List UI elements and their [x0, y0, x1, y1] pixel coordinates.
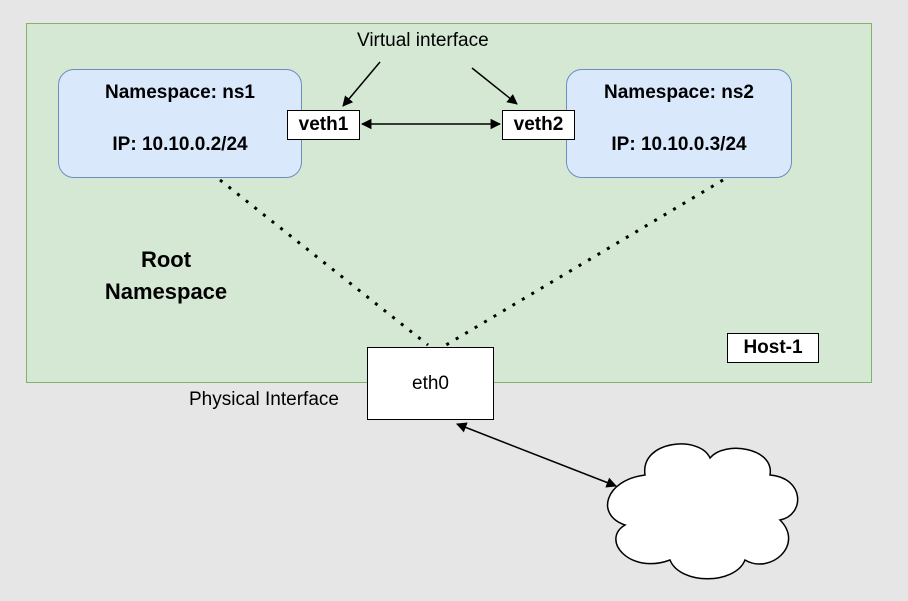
veth1-box: veth1: [287, 110, 360, 140]
namespace-ns1-ip: IP: 10.10.0.2/24: [112, 134, 248, 155]
root-namespace-line2: Namespace: [104, 279, 228, 304]
namespace-ns2-ip: IP: 10.10.0.3/24: [611, 134, 747, 155]
ns1-to-eth0-dotted-link: [219, 178, 429, 347]
virtual-label-arrow-veth2: [471, 67, 518, 105]
physical-interface-label: Physical Interface: [189, 389, 339, 410]
host-label: Host-1: [727, 333, 819, 363]
eth0-to-cloud-link: [456, 422, 617, 488]
namespace-ns2-box: Namespace: ns2 IP: 10.10.0.3/24: [566, 69, 792, 178]
veth2-box: veth2: [502, 110, 575, 140]
namespace-ns1-title: Namespace: ns1: [105, 82, 255, 103]
namespace-ns1-box: Namespace: ns1 IP: 10.10.0.2/24: [58, 69, 302, 178]
virtual-label-arrow-veth1: [342, 61, 381, 107]
root-namespace-label: Root Namespace: [80, 244, 252, 308]
namespace-ns2-title: Namespace: ns2: [604, 82, 754, 103]
root-namespace-line1: Root: [140, 247, 192, 272]
ns2-to-eth0-dotted-link: [445, 178, 724, 347]
internet-cloud-icon: [606, 443, 799, 580]
virtual-interface-label: Virtual interface: [357, 30, 489, 51]
eth0-box: eth0: [367, 347, 494, 420]
